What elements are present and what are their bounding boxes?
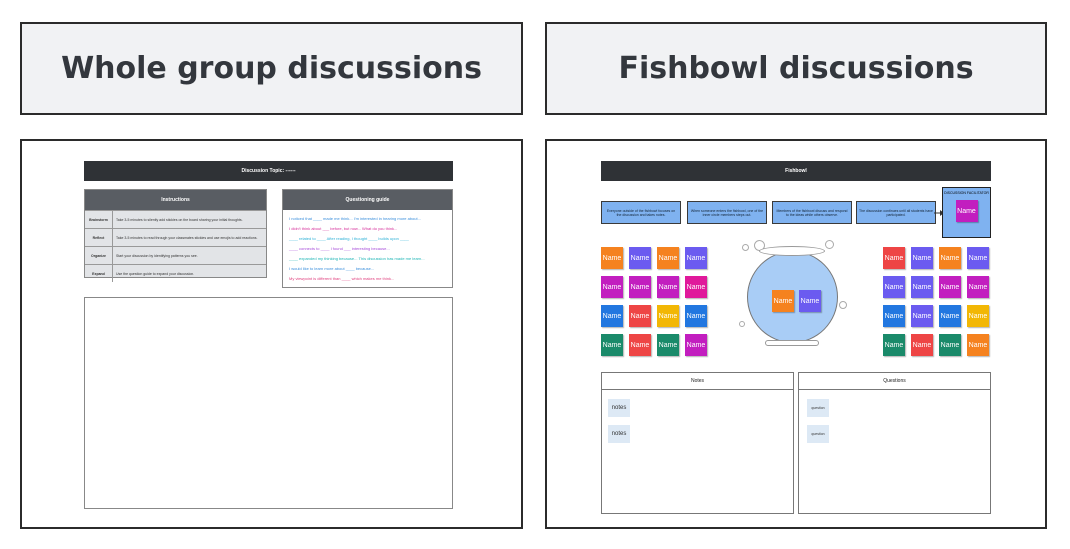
facilitator-label: DISCUSSION FACILITATOR bbox=[944, 191, 989, 195]
discussion-board-area[interactable] bbox=[84, 297, 453, 509]
questions-section[interactable]: Questions question question bbox=[798, 372, 991, 514]
instruction-key: Organize bbox=[85, 247, 113, 264]
fishbowl-title-bar: Fishbowl bbox=[601, 161, 991, 181]
instruction-key: Reflect bbox=[85, 229, 113, 246]
outer-circle-name-sticky[interactable]: Name bbox=[911, 305, 933, 327]
outer-circle-name-sticky[interactable]: Name bbox=[967, 334, 989, 356]
fishbowl-rim bbox=[759, 246, 825, 256]
outer-circle-name-sticky[interactable]: Name bbox=[967, 305, 989, 327]
header-whole-group: Whole group discussions bbox=[20, 22, 523, 115]
questions-title: Questions bbox=[799, 373, 990, 390]
outer-circle-name-sticky[interactable]: Name bbox=[883, 276, 905, 298]
notes-title: Notes bbox=[602, 373, 793, 390]
fishbowl-rule-box: The discussion continues until all stude… bbox=[856, 201, 936, 224]
outer-circle-name-sticky[interactable]: Name bbox=[685, 276, 707, 298]
outer-circle-name-sticky[interactable]: Name bbox=[629, 305, 651, 327]
outer-circle-name-sticky[interactable]: Name bbox=[601, 334, 623, 356]
outer-circle-name-sticky[interactable]: Name bbox=[967, 247, 989, 269]
instruction-text: Take 3-5 minutes to read through your cl… bbox=[116, 235, 258, 240]
outer-circle-name-sticky[interactable]: Name bbox=[883, 305, 905, 327]
outer-circle-name-sticky[interactable]: Name bbox=[657, 276, 679, 298]
outer-circle-name-sticky[interactable]: Name bbox=[685, 305, 707, 327]
outer-circle-name-sticky[interactable]: Name bbox=[629, 276, 651, 298]
outer-circle-name-sticky[interactable]: Name bbox=[911, 334, 933, 356]
outer-circle-name-sticky[interactable]: Name bbox=[883, 334, 905, 356]
bubble bbox=[742, 244, 749, 251]
questioning-guide-line: ____ related to ____ After reading, I th… bbox=[289, 236, 409, 241]
outer-circle-name-sticky[interactable]: Name bbox=[657, 247, 679, 269]
discussion-topic-bar: Discussion Topic: ------ bbox=[84, 161, 453, 181]
outer-circle-name-sticky[interactable]: Name bbox=[629, 334, 651, 356]
instruction-row: Brainstorm Take 3-5 minutes to silently … bbox=[85, 210, 266, 228]
instruction-text: Take 3-5 minutes to silently add stickie… bbox=[116, 217, 243, 222]
outer-circle-name-sticky[interactable]: Name bbox=[685, 247, 707, 269]
outer-circle-name-sticky[interactable]: Name bbox=[883, 247, 905, 269]
instruction-text: Start your discussion by identifying pat… bbox=[116, 253, 198, 258]
outer-circle-name-sticky[interactable]: Name bbox=[601, 276, 623, 298]
bubble bbox=[839, 301, 847, 309]
inner-circle-name-sticky[interactable]: Name bbox=[772, 290, 794, 312]
fishbowl-base bbox=[765, 340, 819, 346]
instruction-row: Reflect Take 3-5 minutes to read through… bbox=[85, 228, 266, 246]
notes-section[interactable]: Notes notes notes bbox=[601, 372, 794, 514]
outer-circle-name-sticky[interactable]: Name bbox=[657, 334, 679, 356]
question-sticky[interactable]: question bbox=[807, 425, 829, 443]
instruction-text: Use the question guide to expand your di… bbox=[116, 271, 195, 276]
outer-circle-name-sticky[interactable]: Name bbox=[939, 247, 961, 269]
outer-circle-name-sticky[interactable]: Name bbox=[629, 247, 651, 269]
outer-circle-name-sticky[interactable]: Name bbox=[939, 305, 961, 327]
instruction-row: Expand Use the question guide to expand … bbox=[85, 264, 266, 282]
instruction-row: Organize Start your discussion by identi… bbox=[85, 246, 266, 264]
outer-circle-name-sticky[interactable]: Name bbox=[967, 276, 989, 298]
outer-circle-name-sticky[interactable]: Name bbox=[601, 247, 623, 269]
outer-circle-name-sticky[interactable]: Name bbox=[601, 305, 623, 327]
questioning-guide-title: Questioning guide bbox=[283, 190, 452, 210]
fishbowl-rule-box: Members of the fishbowl discuss and resp… bbox=[772, 201, 852, 224]
whole-group-board-preview[interactable]: Discussion Topic: ------ Instructions Br… bbox=[20, 139, 523, 529]
outer-circle-name-sticky[interactable]: Name bbox=[657, 305, 679, 327]
questioning-guide-line: I would like to learn more about ____ be… bbox=[289, 266, 375, 271]
outer-circle-name-sticky[interactable]: Name bbox=[939, 276, 961, 298]
outer-circle-name-sticky[interactable]: Name bbox=[685, 334, 707, 356]
discussion-facilitator-box: DISCUSSION FACILITATOR Name bbox=[942, 187, 991, 238]
outer-circle-name-sticky[interactable]: Name bbox=[911, 247, 933, 269]
questioning-guide-line: ____ expanded my thinking because... Thi… bbox=[289, 256, 425, 261]
instructions-title: Instructions bbox=[85, 190, 266, 210]
note-sticky[interactable]: notes bbox=[608, 399, 630, 417]
note-sticky[interactable]: notes bbox=[608, 425, 630, 443]
questioning-guide: Questioning guide I noticed that ____ ma… bbox=[282, 189, 453, 288]
questioning-guide-line: My viewpoint is different than ____ whic… bbox=[289, 276, 395, 281]
header-fishbowl: Fishbowl discussions bbox=[545, 22, 1047, 115]
questioning-guide-lines: I noticed that ____ made me think... I'm… bbox=[283, 210, 452, 284]
outer-circle-name-sticky[interactable]: Name bbox=[911, 276, 933, 298]
outer-circle-name-sticky[interactable]: Name bbox=[939, 334, 961, 356]
facilitator-name-sticky[interactable]: Name bbox=[955, 200, 978, 222]
instruction-key: Brainstorm bbox=[85, 211, 113, 228]
inner-circle-name-sticky[interactable]: Name bbox=[799, 290, 821, 312]
fishbowl-board-preview[interactable]: Fishbowl Everyone outside of the fishbow… bbox=[545, 139, 1047, 529]
questioning-guide-line: I noticed that ____ made me think... I'm… bbox=[289, 216, 421, 221]
instructions-table: Instructions Brainstorm Take 3-5 minutes… bbox=[84, 189, 267, 282]
fishbowl-rule-box: Everyone outside of the fishbowl focuses… bbox=[601, 201, 681, 224]
fishbowl-rule-box: When someone enters the fishbowl, one of… bbox=[687, 201, 767, 224]
bubble bbox=[825, 240, 834, 249]
bubble bbox=[739, 321, 745, 327]
question-sticky[interactable]: question bbox=[807, 399, 829, 417]
instruction-key: Expand bbox=[85, 265, 113, 282]
questioning-guide-line: ____ connects to ____ I found ___ intere… bbox=[289, 246, 390, 251]
questioning-guide-line: I didn't think about ___ before, but now… bbox=[289, 226, 398, 231]
